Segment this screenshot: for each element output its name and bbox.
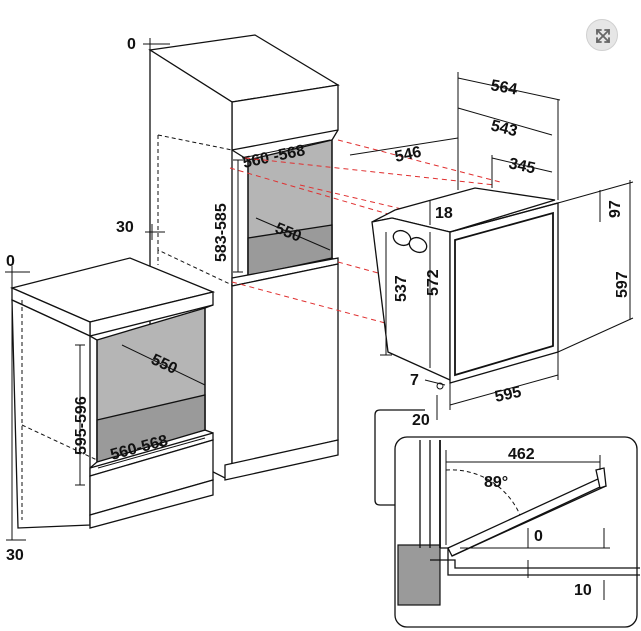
column-base-clearance: 30: [116, 219, 134, 236]
oven-depth-543: 543: [489, 117, 519, 140]
door-gap-10: 10: [574, 582, 592, 599]
under-counter-cabinet: [5, 257, 216, 541]
column-cabinet: [143, 34, 340, 481]
oven: [349, 72, 634, 420]
oven-body-height: 537: [393, 275, 410, 302]
oven-depth-546: 546: [393, 144, 423, 166]
door-width: 462: [508, 446, 535, 463]
expand-icon: [596, 29, 610, 43]
oven-dim-18: 18: [435, 205, 453, 222]
oven-total-depth: 564: [489, 77, 518, 98]
under-top-clearance: 0: [6, 253, 15, 270]
oven-front-width: 595: [493, 384, 523, 406]
column-top-clearance: 0: [127, 36, 136, 53]
oven-dim-20: 20: [412, 412, 430, 429]
under-base-clearance: 30: [6, 547, 24, 564]
expand-button[interactable]: [586, 19, 618, 51]
oven-dim-97: 97: [607, 200, 624, 218]
door-angle: 89°: [484, 474, 508, 491]
oven-dim-7: 7: [410, 372, 419, 389]
under-opening-height: 595-596: [73, 396, 90, 455]
oven-depth-345: 345: [507, 155, 537, 177]
column-opening-height: 583-585: [213, 203, 230, 262]
oven-height-572: 572: [425, 269, 442, 296]
oven-front-height: 597: [614, 271, 631, 298]
door-gap-0: 0: [534, 528, 543, 545]
door-detail: [374, 409, 640, 628]
